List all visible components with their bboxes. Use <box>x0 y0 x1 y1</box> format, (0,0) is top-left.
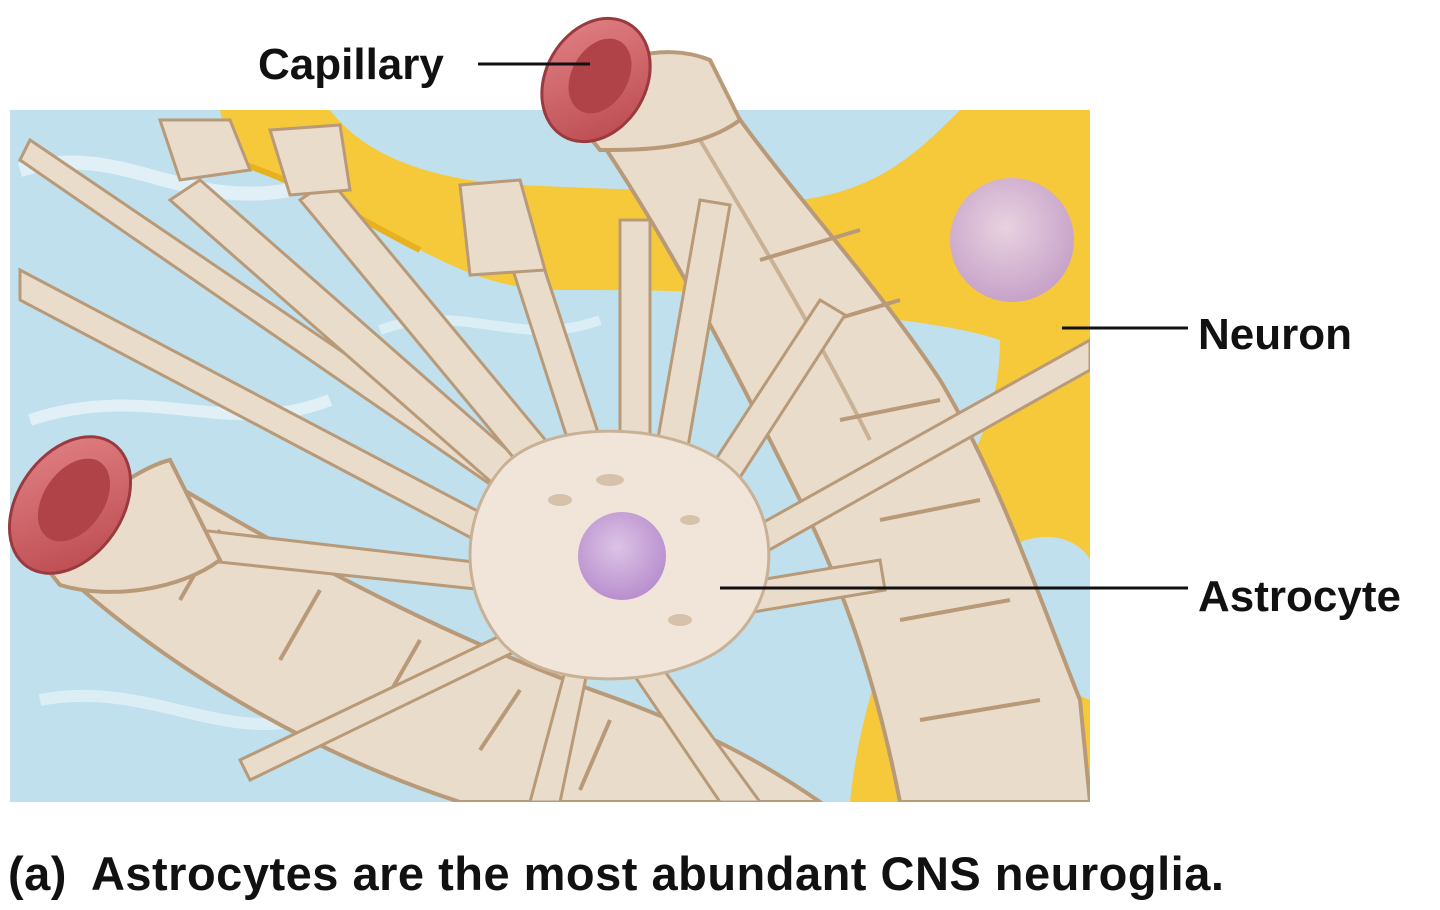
capillary-bottom-end <box>7 435 223 594</box>
caption-part-label: (a) <box>8 847 67 900</box>
neuron-label: Neuron <box>1198 310 1352 359</box>
illustration-panel <box>10 110 1090 802</box>
astrocyte-nucleus <box>578 512 666 600</box>
figure-caption: (a) Astrocytes are the most abundant CNS … <box>8 846 1224 901</box>
capillary-top-end <box>540 16 743 153</box>
neuron-nucleus <box>950 178 1074 302</box>
astrocyte-label: Astrocyte <box>1198 572 1401 621</box>
caption-text: Astrocytes are the most abundant CNS neu… <box>90 847 1225 900</box>
capillary-label: Capillary <box>258 40 444 89</box>
astrocyte-body <box>468 429 771 681</box>
capillary-top <box>597 110 1090 802</box>
